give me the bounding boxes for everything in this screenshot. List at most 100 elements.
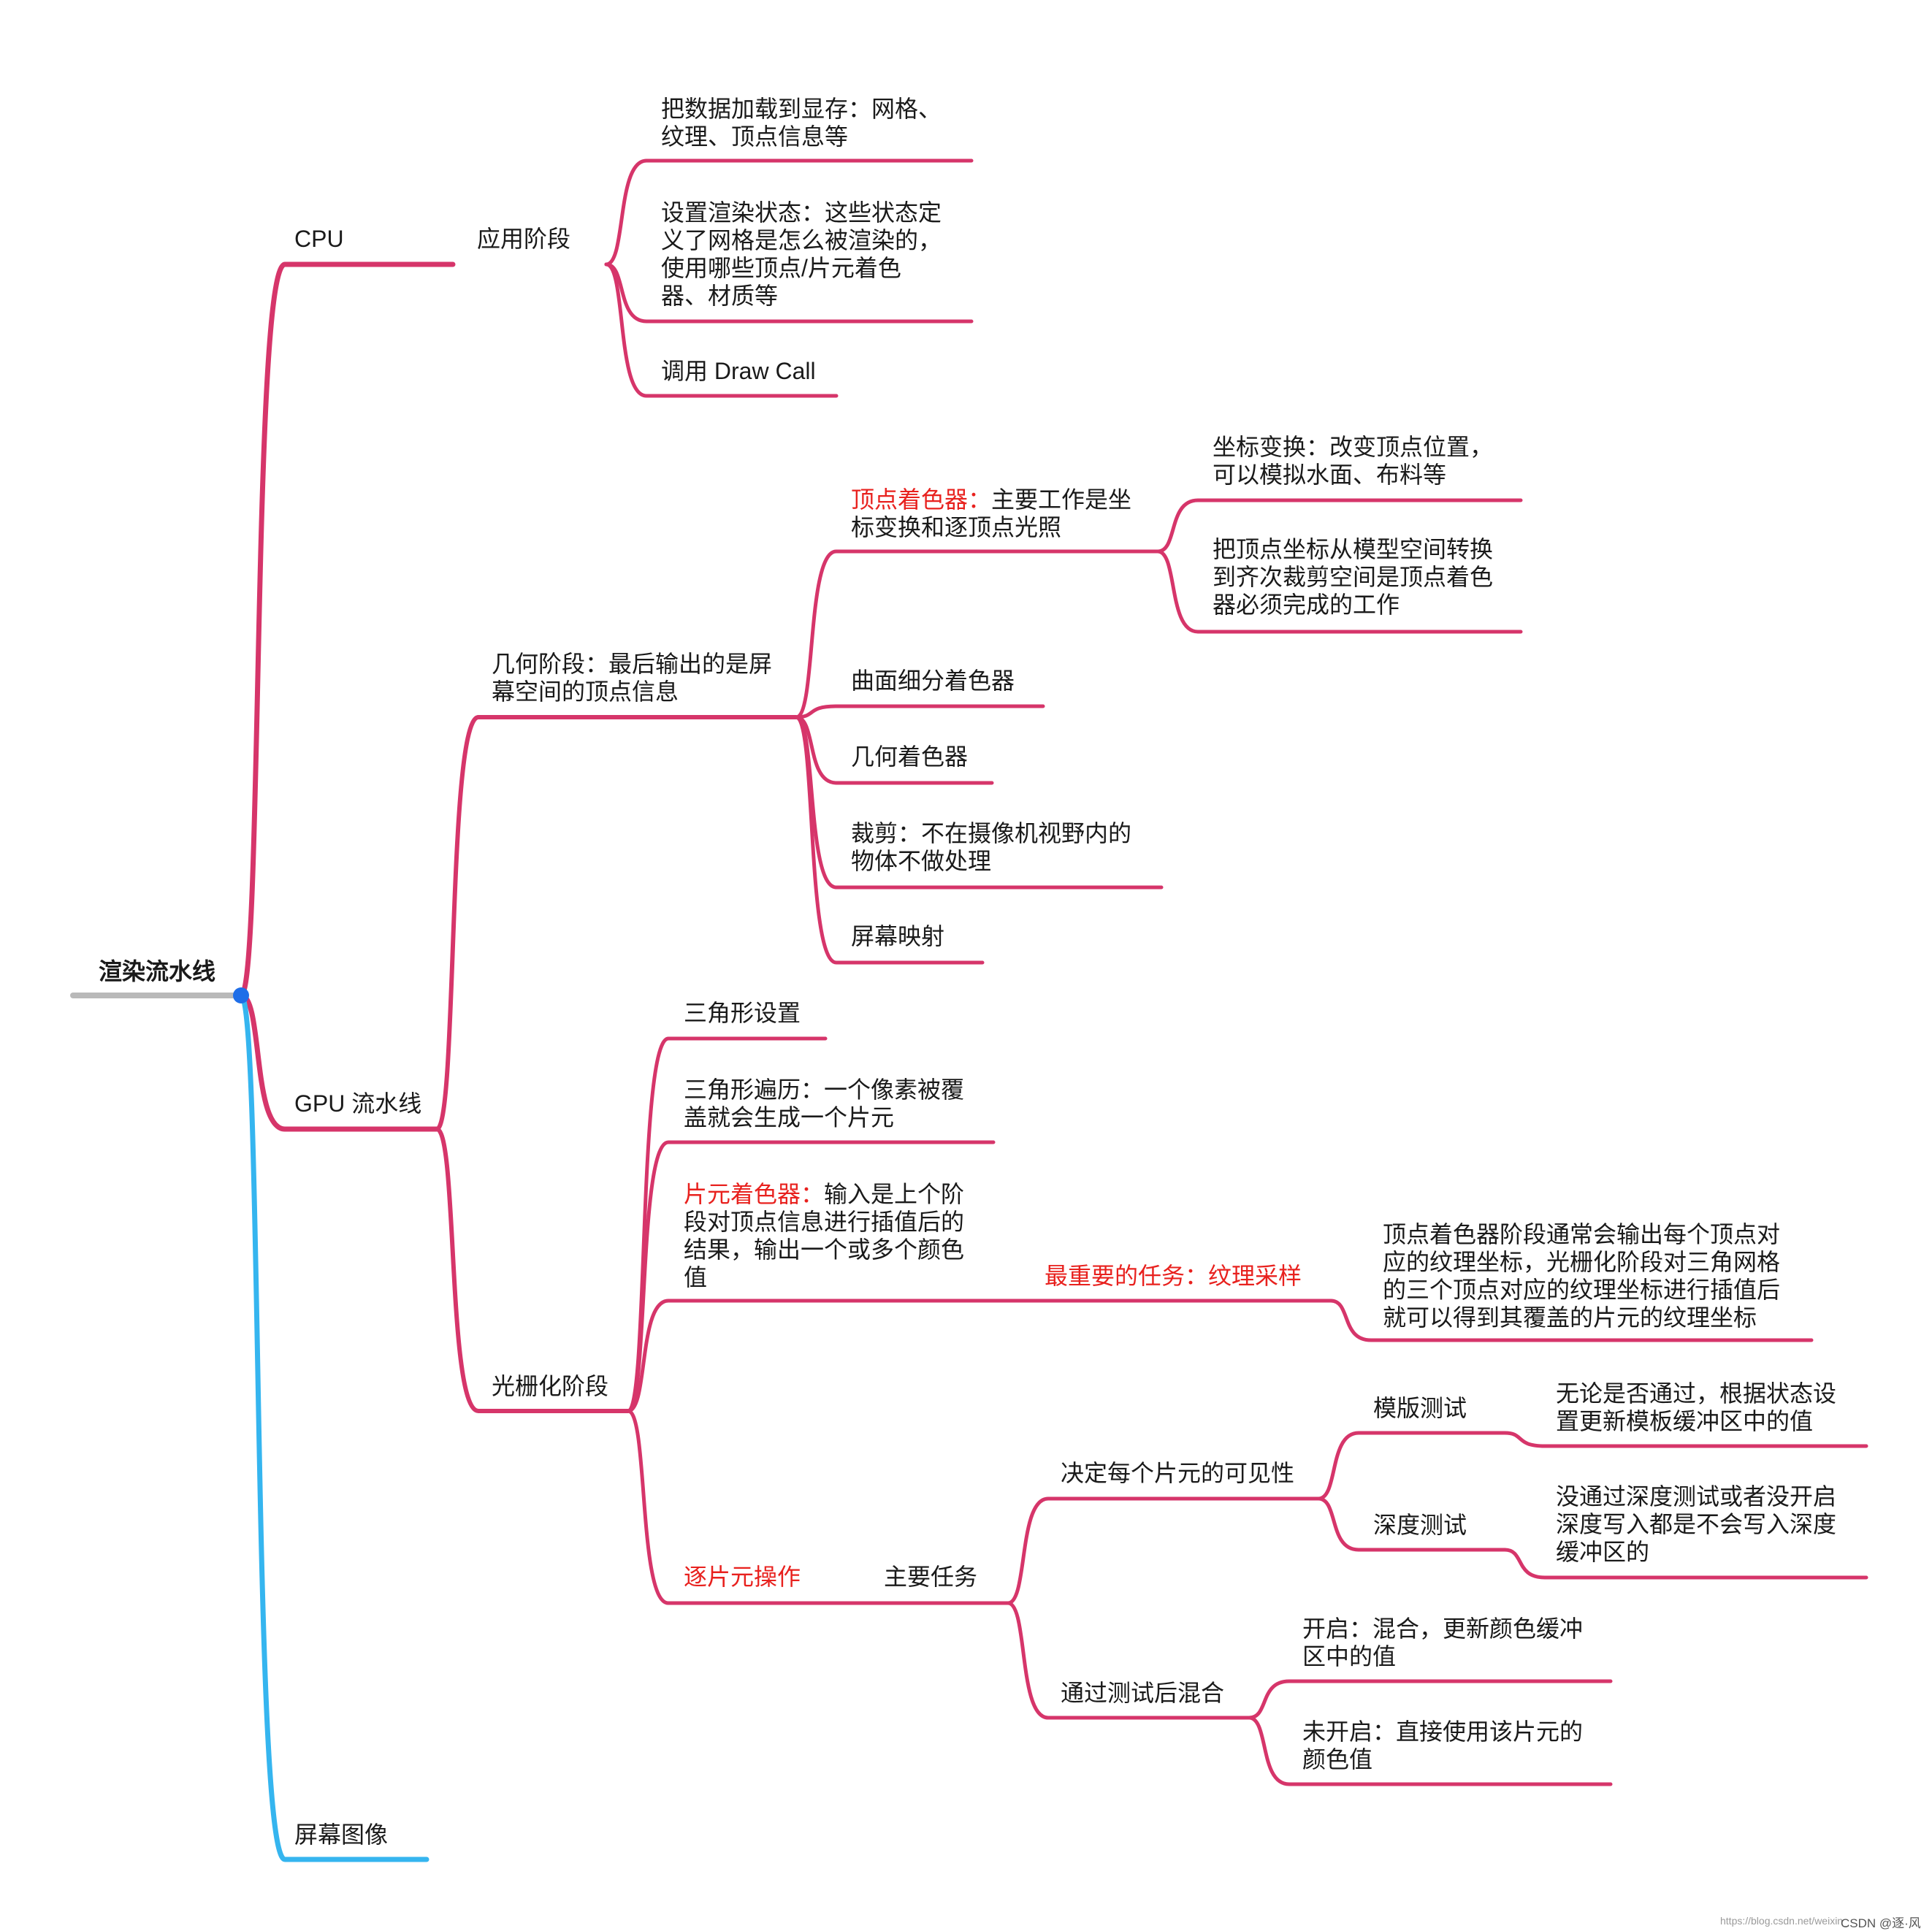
link-geometry-shader: [794, 715, 994, 785]
text-line: 未开启：直接使用该片元的: [1302, 1718, 1584, 1745]
text-line: 片元着色器：输入是上个阶: [684, 1180, 964, 1208]
node-triangle-traversal[interactable]: 三角形遍历：一个像素被覆 盖就会生成一个片元: [684, 1076, 964, 1131]
link-load-data: [604, 158, 974, 267]
link-depth-desc: [1503, 1548, 1868, 1580]
text-line: 盖就会生成一个片元: [684, 1104, 895, 1131]
root-node-label[interactable]: 渲染流水线: [99, 958, 216, 984]
text-line: 应的纹理坐标，光栅化阶段对三角网格: [1383, 1249, 1781, 1275]
link-visibility: [1006, 1496, 1321, 1605]
node-depth-test[interactable]: 深度测试: [1373, 1512, 1467, 1538]
text-line: 结果，输出一个或多个颜色: [684, 1236, 965, 1263]
text-line: 颜色值: [1302, 1746, 1373, 1773]
link-cpu: [238, 261, 456, 998]
link-draw-call: [604, 262, 839, 398]
node-geometry-stage[interactable]: 几何阶段：最后输出的是屏 幕空间的顶点信息: [492, 650, 772, 706]
node-blend-on[interactable]: 开启：混合，更新颜色缓冲 区中的值: [1302, 1615, 1583, 1670]
link-screen-mapping: [794, 715, 985, 965]
link-vertex-shader: [794, 549, 1160, 719]
watermark-url: https://blog.csdn.net/weixin_: [1720, 1915, 1849, 1927]
text-line: 几何阶段：最后输出的是屏: [492, 651, 773, 677]
link-geometry-stage: [435, 715, 798, 1131]
text-line: 裁剪：不在摄像机视野内的: [851, 820, 1132, 846]
node-draw-call[interactable]: 调用 Draw Call: [661, 358, 816, 384]
text-line: 幕空间的顶点信息: [492, 678, 679, 705]
node-stencil-desc[interactable]: 无论是否通过，根据状态设 置更新模板缓冲区中的值: [1556, 1380, 1836, 1435]
text-line: 把数据加载到显存：网格、: [661, 96, 942, 122]
node-blend-after-test[interactable]: 通过测试后混合: [1061, 1680, 1225, 1706]
node-screen-image[interactable]: 屏幕图像: [294, 1821, 389, 1848]
root-dot[interactable]: [233, 987, 249, 1003]
text-line: 可以模拟水面、布料等: [1213, 462, 1447, 488]
node-fragment-shader[interactable]: 片元着色器：输入是上个阶 段对顶点信息进行插值后的 结果，输出一个或多个颜色 值: [684, 1180, 964, 1291]
node-application-stage[interactable]: 应用阶段: [477, 226, 571, 252]
text-line: 区中的值: [1302, 1643, 1397, 1670]
text-line: 把顶点坐标从模型空间转换: [1213, 536, 1494, 562]
node-texture-sampling-desc[interactable]: 顶点着色器阶段通常会输出每个顶点对 应的纹理坐标，光栅化阶段对三角网格 的三个顶…: [1383, 1220, 1780, 1331]
link-stencil-desc: [1503, 1431, 1868, 1448]
node-load-data[interactable]: 把数据加载到显存：网格、 纹理、顶点信息等: [661, 95, 942, 150]
text-line: 无论是否通过，根据状态设: [1556, 1380, 1837, 1407]
text-line: 段对顶点信息进行插值后的: [684, 1209, 965, 1235]
node-vertex-shader[interactable]: 顶点着色器：主要工作是坐 标变换和逐顶点光照: [851, 486, 1131, 541]
node-clipping[interactable]: 裁剪：不在摄像机视野内的 物体不做处理: [851, 819, 1131, 875]
link-screen-image: [238, 993, 429, 1862]
node-coordinate-transform[interactable]: 坐标变换：改变顶点位置， 可以模拟水面、布料等: [1213, 433, 1493, 489]
node-texture-sampling[interactable]: 最重要的任务：纹理采样: [1045, 1263, 1302, 1289]
link-stencil: [1316, 1431, 1507, 1501]
node-triangle-setup[interactable]: 三角形设置: [684, 1000, 801, 1026]
node-per-fragment-ops[interactable]: 逐片元操作: [684, 1564, 801, 1590]
node-clip-space[interactable]: 把顶点坐标从模型空间转换 到齐次裁剪空间是顶点着色 器必须完成的工作: [1213, 535, 1493, 619]
text-line: 顶点着色器阶段通常会输出每个顶点对: [1383, 1221, 1781, 1247]
node-visibility[interactable]: 决定每个片元的可见性: [1061, 1460, 1295, 1486]
node-render-state[interactable]: 设置渲染状态：这些状态定 义了网格是怎么被渲染的， 使用哪些顶点/片元着色 器、…: [661, 199, 942, 310]
link-triangle-traversal: [626, 1140, 996, 1413]
text-line: 标变换和逐顶点光照: [851, 514, 1062, 540]
text-line: 顶点着色器：主要工作是坐: [851, 486, 1131, 513]
link-blend-on: [1247, 1679, 1613, 1720]
text-line: 坐标变换：改变顶点位置，: [1213, 434, 1494, 460]
link-per-fragment: [626, 1409, 1010, 1605]
text-line: 到齐次裁剪空间是顶点着色: [1213, 564, 1494, 590]
text-line: 使用哪些顶点/片元着色: [661, 255, 901, 281]
vertex-shader-name: 顶点着色器：: [851, 486, 992, 513]
text-line: 缓冲区的: [1556, 1539, 1650, 1565]
node-cpu[interactable]: CPU: [294, 226, 344, 252]
text-line: 器、材质等: [661, 283, 779, 309]
text-line: 物体不做处理: [851, 848, 992, 874]
text-line: 就可以得到其覆盖的片元的纹理坐标: [1383, 1304, 1757, 1331]
link-gpu: [238, 993, 440, 1132]
node-stencil-test[interactable]: 模版测试: [1373, 1395, 1467, 1421]
text-line: 开启：混合，更新颜色缓冲: [1302, 1615, 1584, 1642]
text-line: 深度写入都是不会写入深度: [1556, 1511, 1837, 1537]
text-line: 纹理、顶点信息等: [661, 123, 849, 150]
text-line: 器必须完成的工作: [1213, 592, 1400, 618]
node-screen-mapping[interactable]: 屏幕映射: [851, 923, 945, 949]
node-gpu-pipeline[interactable]: GPU 流水线: [294, 1090, 422, 1117]
watermark-author: CSDN @逐·风: [1841, 1916, 1921, 1930]
node-geometry-shader[interactable]: 几何着色器: [851, 743, 969, 770]
fragment-shader-desc: 输入是上个阶: [824, 1181, 965, 1207]
link-clip-space: [1156, 549, 1523, 634]
link-blend-off: [1247, 1716, 1613, 1786]
node-tessellation-shader[interactable]: 曲面细分着色器: [851, 668, 1015, 694]
node-blend-off[interactable]: 未开启：直接使用该片元的 颜色值: [1302, 1718, 1583, 1773]
text-line: 三角形遍历：一个像素被覆: [684, 1077, 965, 1103]
link-fragment-shader: [626, 1299, 1333, 1413]
link-texture-desc: [1329, 1299, 1814, 1342]
text-line: 义了网格是怎么被渲染的，: [661, 227, 942, 253]
node-rasterization-stage[interactable]: 光栅化阶段: [492, 1373, 609, 1399]
text-line: 没通过深度测试或者没开启: [1556, 1483, 1837, 1510]
text-line: 值: [684, 1264, 708, 1290]
node-main-task[interactable]: 主要任务: [884, 1564, 978, 1590]
fragment-shader-name: 片元着色器：: [684, 1181, 825, 1207]
node-depth-desc[interactable]: 没通过深度测试或者没开启 深度写入都是不会写入深度 缓冲区的: [1556, 1483, 1836, 1566]
link-tessellation: [794, 704, 1045, 719]
text-line: 置更新模板缓冲区中的值: [1556, 1408, 1814, 1434]
vertex-shader-desc: 主要工作是坐: [991, 486, 1132, 513]
link-depth: [1316, 1496, 1507, 1552]
text-line: 的三个顶点对应的纹理坐标进行插值后: [1383, 1277, 1781, 1303]
link-coord-transform: [1156, 498, 1523, 554]
link-raster-stage: [435, 1127, 630, 1413]
link-blend: [1006, 1601, 1251, 1720]
